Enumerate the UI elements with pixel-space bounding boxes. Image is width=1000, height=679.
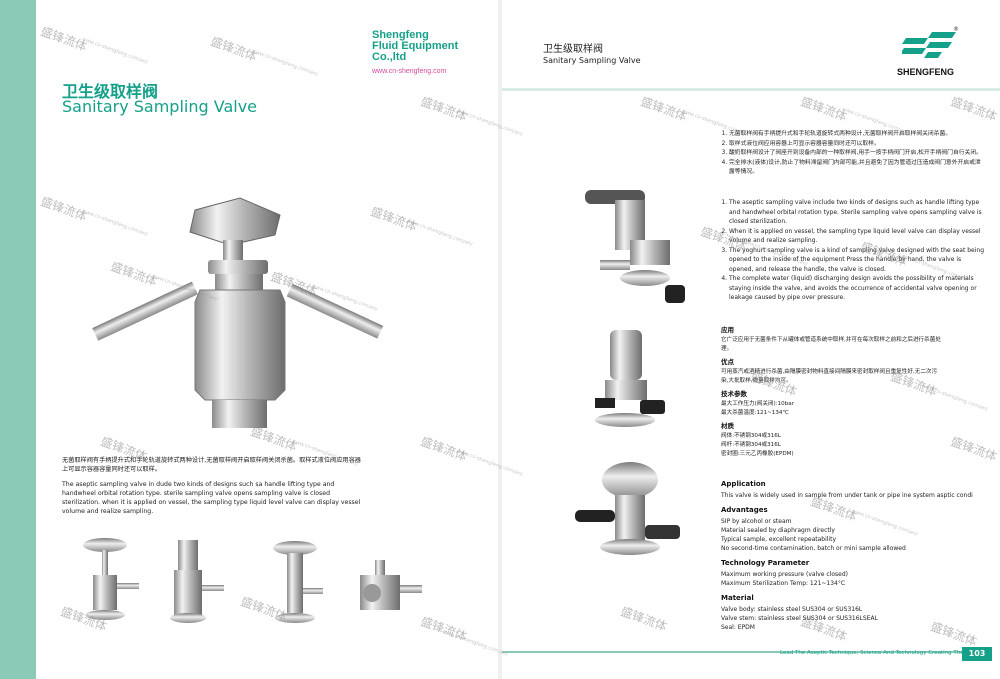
spec-en-text: Valve body: stainless steel SUS304 or SU… [721,606,863,613]
spec-en-text: Seal: EPDM [721,624,755,631]
shengfeng-logo-icon [902,32,956,58]
page-number: 103 [962,647,992,661]
spec-cn-text: 最大工作压力(阀关闭):10bar [721,401,794,407]
sampling-valve-variant-4-image [360,560,422,610]
title-cn: 卫生级取样阀 [62,82,159,101]
sampling-valve-variant-2-image [170,540,224,623]
brand-name-3: Co.,ltd [372,51,407,63]
feature-cn-item: 无菌取样阀有手柄提升式和手轮轨道旋转式两种设计,无菌取样阀开启取样阀关闭杀菌。 [729,130,986,140]
spec-cn-heading: 优点 [721,358,734,366]
watermark-url: www.cn-shengfeng.com/en/ [81,36,149,66]
watermark: 盛锋流体 [948,94,999,124]
feature-cn-item: 酸奶取样阀设计了阀座开到设备内部的一种取样阀,用手一按手柄阀门开启,松开手柄阀门… [729,149,986,159]
brand-url[interactable]: www.cn-shengfeng.com [372,68,447,75]
watermark: 盛锋流体 [618,604,669,634]
brand-block: Shengfeng Fluid Equipment Co.,ltd www.cn… [372,30,458,77]
spec-cn-text: 可用蒸汽或酒精进行杀菌,由隔膜密封物料直接间隔膜来密封取样阀且重复性好,无二次污… [721,369,938,384]
spec-en-text: Material sealed by diaphragm directly [721,527,835,534]
spec-cn-text: 阀体:不锈钢304或316L [721,433,781,439]
brand-name-1: Shengfeng [372,29,429,41]
brand-name-2: Fluid Equipment [372,40,459,52]
intro-text: 无菌取样阀有手柄提升式和手轮轨道旋转式两种设计,无菌取样阀开启取样阀关闭杀菌。取… [62,456,362,522]
watermark-url: www.cn-shengfeng.com/en/ [456,448,524,478]
watermark-url: www.cn-shengfeng.com/en/ [406,218,474,248]
features-en: The aseptic sampling valve include two k… [721,198,986,303]
watermark: 盛锋流体 [418,434,469,464]
intro-cn: 无菌取样阀有手柄提升式和手轮轨道旋转式两种设计,无菌取样阀开启取样阀关闭杀菌。取… [62,457,361,473]
specs-cn: 应用 它广泛应用于无菌条件下从罐体或管道系统中取样,并可在每次取样之前和之后进行… [721,322,941,459]
feature-cn-item: 完全排水(液体)设计,防止了物料滞留阀门内部可能,并且避免了因为管道过压造成阀门… [729,159,986,178]
spec-en-heading: Material [721,594,754,602]
spec-en-text: SIP by alcohol or steam [721,518,792,525]
spec-en-text: Valve stem: stainless steel SUS304 or SU… [721,615,878,622]
feature-en-item: The aseptic sampling valve include two k… [729,198,986,227]
spec-cn-text: 最大杀菌温度:121~134℃ [721,410,789,416]
logo-text: SHENGFENG [897,67,955,77]
header-title-cn: 卫生级取样阀 [543,44,603,55]
registered-mark: ® [953,26,959,33]
watermark: 盛锋流体 [418,94,469,124]
feature-en-item: The complete water (liquid) discharging … [729,274,986,303]
watermark-url: www.cn-shengfeng.com/en/ [456,108,524,138]
spec-en-heading: Technology Parameter [721,559,810,567]
feature-en-item: The yoghurt sampling valve is a kind of … [729,246,986,275]
feature-cn-item: 取样式液位阀应用容器上可显示容器容量同时还可以取样。 [729,140,986,150]
spec-en-text: Maximum Sterilization Temp: 121~134°C [721,580,846,587]
intro-en: The aseptic sampling valve in dude two k… [62,481,361,515]
footer-rule [502,651,962,653]
sampling-valve-hero-image [92,197,384,428]
spec-cn-heading: 技术参数 [721,390,747,398]
page-gutter [498,0,502,679]
spec-en-heading: Advantages [721,506,768,514]
feature-en-item: When it is applied on vessel, the sampli… [729,227,986,246]
spec-cn-text: 密封圈:三元乙丙橡胶(EPDM) [721,451,794,457]
footer-slogan: Lead The Aseptic Technique, Science And … [780,650,983,656]
left-color-strip [0,0,36,679]
sampling-valve-variant-3-image [273,541,323,623]
handwheel-sampling-valve-image [575,462,680,555]
specs-en: Application This valve is widely used in… [721,474,991,632]
spec-cn-text: 它广泛应用于无菌条件下从罐体或管道系统中取样,并可在每次取样之前和之后进行杀菌处… [721,337,941,352]
yoghurt-sampling-valve-image [585,190,685,303]
spec-en-text: Maximum working pressure (valve closed) [721,571,848,578]
header-title-en: Sanitary Sampling Valve [543,56,641,65]
spec-en-text: Typical sample, excellent repeatability [721,536,836,543]
features-cn: 无菌取样阀有手柄提升式和手轮轨道旋转式两种设计,无菌取样阀开启取样阀关闭杀菌。 … [721,130,986,178]
sampling-valve-variant-1-image [83,538,139,620]
aseptic-sampling-valve-image [595,330,665,427]
watermark-url: www.cn-shengfeng.com/en/ [251,48,319,78]
spec-en-text: No second-time contamination, batch or m… [721,545,906,552]
spec-cn-heading: 材质 [721,422,734,430]
title-en: Sanitary Sampling Valve [62,97,257,116]
spec-en-heading: Application [721,480,766,488]
spec-cn-text: 阀杆:不锈钢304或316L [721,442,781,448]
header-rule [502,88,1000,91]
watermark: 盛锋流体 [948,434,999,464]
spec-cn-heading: 应用 [721,326,734,334]
watermark-url: www.cn-shengfeng.com/en/ [681,108,749,138]
spec-en-text: This valve is widely used in sample from… [721,492,973,499]
